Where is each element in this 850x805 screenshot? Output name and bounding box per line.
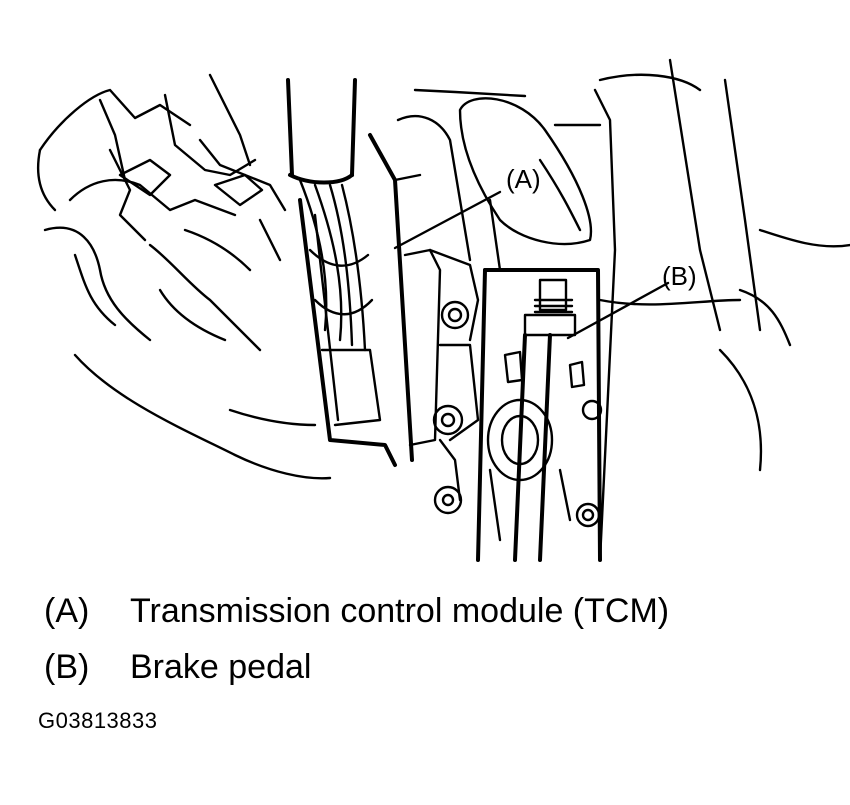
- steering-column-area: [413, 58, 850, 562]
- bracket-bolts: [432, 300, 603, 528]
- callout-b-leader: [566, 281, 670, 340]
- callout-leaders: [393, 190, 670, 340]
- wiring-harness: [286, 78, 374, 352]
- tcm-module: [298, 114, 480, 467]
- legend-key-a: (A): [44, 592, 90, 630]
- callout-a-label: (A): [506, 164, 541, 194]
- legend-label-a: Transmission control module (TCM): [130, 592, 670, 630]
- callout-b-label: (B): [662, 261, 697, 291]
- tcm-location-illustration: (A) (B): [36, 58, 850, 562]
- legend-item-b: (B) Brake pedal: [44, 647, 311, 687]
- legend-item-a: (A) Transmission control module (TCM): [44, 591, 669, 631]
- legend-key-b: (B): [44, 648, 90, 686]
- brake-pedal: [476, 268, 602, 562]
- legend-label-b: Brake pedal: [130, 648, 312, 686]
- figure-code: G03813833: [38, 708, 158, 733]
- left-dash-area: [36, 73, 332, 480]
- callout-a-leader: [393, 190, 502, 250]
